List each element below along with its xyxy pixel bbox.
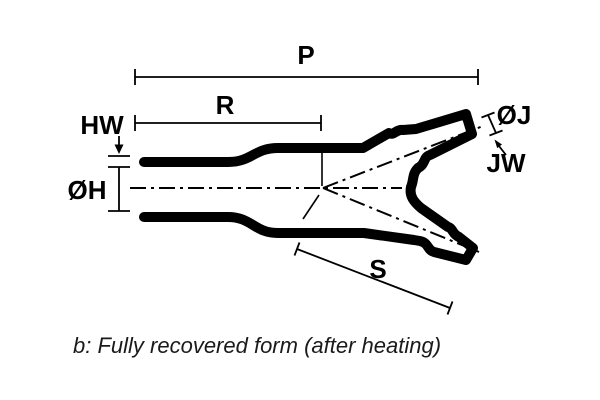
s-tick-start bbox=[293, 242, 301, 256]
dimension-r: R bbox=[134, 90, 322, 131]
jw-arrowhead-icon bbox=[494, 139, 502, 149]
dimension-r-label: R bbox=[216, 90, 235, 120]
dimension-oj: ØJ bbox=[481, 100, 532, 137]
dimension-p-label: P bbox=[297, 40, 314, 70]
dimension-hw: HW bbox=[80, 110, 130, 168]
oj-dimension-line bbox=[487, 114, 497, 134]
vertex-extension-line-diagonal bbox=[302, 194, 320, 220]
dimension-s-label: S bbox=[369, 254, 386, 284]
dimension-hw-label: HW bbox=[80, 110, 124, 140]
vertex-extension-lines bbox=[302, 151, 323, 220]
hw-arrowhead-icon bbox=[114, 144, 124, 154]
dimension-jw: JW bbox=[487, 139, 526, 178]
figure-caption: b: Fully recovered form (after heating) bbox=[73, 333, 441, 358]
center-lines bbox=[130, 125, 484, 253]
oj-tick-bottom bbox=[489, 129, 503, 137]
jw-arrow-shaft bbox=[498, 145, 507, 156]
dimension-oh: ØH bbox=[68, 167, 130, 212]
s-dimension-line bbox=[296, 248, 451, 309]
dimension-oh-label: ØH bbox=[68, 175, 107, 205]
s-tick-end bbox=[446, 301, 454, 315]
oj-tick-top bbox=[481, 111, 495, 119]
dimension-p: P bbox=[134, 40, 479, 85]
dimension-oj-label: ØJ bbox=[497, 100, 532, 130]
dimension-jw-label: JW bbox=[487, 148, 526, 178]
dimension-s: S bbox=[293, 242, 454, 315]
